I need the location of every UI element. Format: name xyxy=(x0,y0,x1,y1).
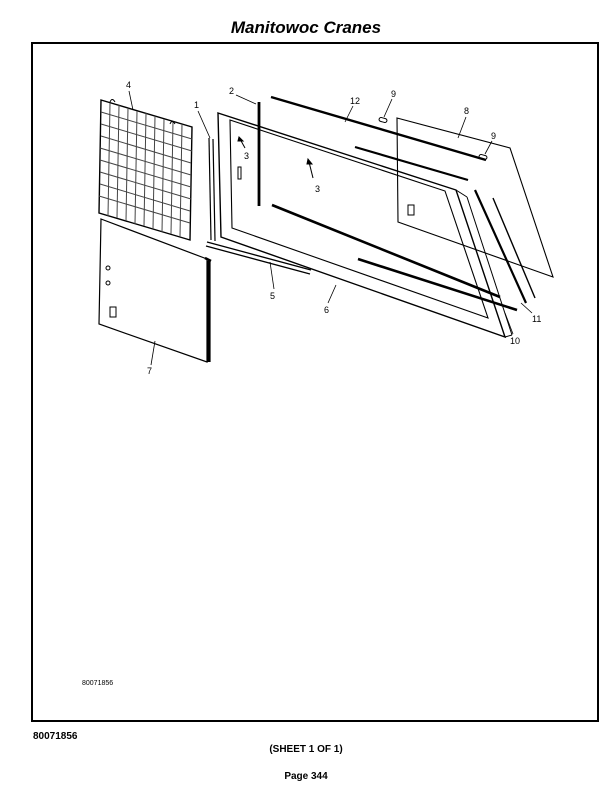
callout-5: 5 xyxy=(270,291,275,301)
part-1-seal xyxy=(208,137,216,242)
sheet-label: (SHEET 1 OF 1) xyxy=(269,744,343,755)
drawing-frame xyxy=(31,42,599,722)
document-number: 80071856 xyxy=(33,731,78,742)
part-12-strip xyxy=(270,95,487,162)
drawing-number: 80071856 xyxy=(82,680,114,687)
callout-3-center: 3 xyxy=(315,184,320,194)
callout-7: 7 xyxy=(147,366,152,376)
callout-3-left: 3 xyxy=(244,151,249,161)
part-5-strip xyxy=(205,241,312,275)
callout-8: 8 xyxy=(464,106,469,116)
callout-4: 4 xyxy=(126,80,131,90)
callout-9-right: 9 xyxy=(491,131,496,141)
callout-10: 10 xyxy=(510,336,520,346)
page-number: Page 344 xyxy=(284,771,328,782)
callout-2: 2 xyxy=(229,86,234,96)
part-6-frame xyxy=(217,112,513,339)
part-8-glass xyxy=(396,117,554,278)
callout-12: 12 xyxy=(350,96,360,106)
part-4-mesh-guard xyxy=(98,99,193,241)
callout-6: 6 xyxy=(324,305,329,315)
callout-1: 1 xyxy=(194,100,199,110)
callout-11: 11 xyxy=(532,314,541,324)
part-9-clips xyxy=(378,116,488,161)
part-7-door xyxy=(98,218,212,363)
page-title: Manitowoc Cranes xyxy=(230,18,382,37)
callout-9-top: 9 xyxy=(391,89,396,99)
